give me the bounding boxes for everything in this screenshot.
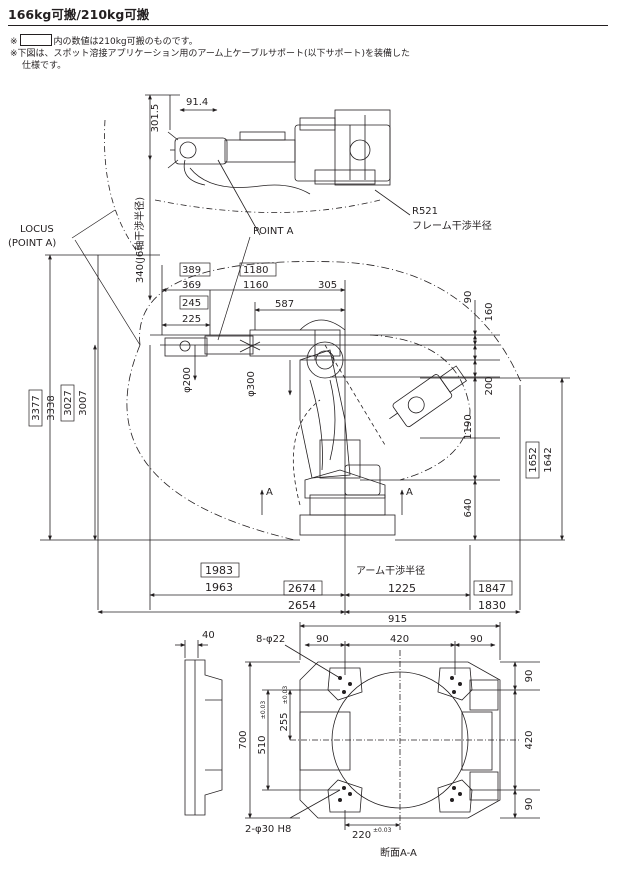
dim-305: 305 (318, 280, 337, 291)
dim-2674: 2674 (288, 582, 316, 595)
section-marker-a-left: A (266, 487, 273, 498)
box-389 (179, 262, 211, 277)
title-underline (8, 25, 608, 26)
box-1180 (239, 262, 277, 277)
box-2674 (283, 580, 323, 596)
dim-510: 510 (257, 735, 268, 754)
dim-225: 225 (182, 314, 201, 325)
note-mark: ※ (10, 37, 18, 47)
box-245 (179, 295, 209, 310)
rotated-wrist (389, 365, 468, 428)
dim-3007: 3007 (78, 390, 89, 415)
note-cable-support-cont: 仕様です。 (22, 61, 67, 71)
dim-90-right-top: 90 (524, 670, 535, 683)
dim-301-5: 301.5 (150, 104, 161, 133)
dim-1190: 1190 (463, 414, 474, 439)
dim-1963: 1963 (205, 581, 233, 594)
dim-640: 640 (463, 498, 474, 517)
side-view-robot (164, 319, 396, 536)
dim-255: 255 (279, 712, 290, 731)
dim-420-right: 420 (524, 730, 535, 749)
box-1983 (200, 562, 240, 578)
box-1847 (473, 580, 513, 596)
point-a-paren-label: (POINT A) (8, 238, 56, 249)
dim-389: 389 (182, 265, 201, 276)
dim-369: 369 (182, 280, 201, 291)
dim-1847: 1847 (478, 582, 506, 595)
note-cable-support: ※下図は、スポット溶接アプリケーション用のアーム上ケーブルサポート(以下サポート… (10, 49, 411, 59)
section-marker-a-right: A (406, 487, 413, 498)
holes-2-phi30-h8: 2-φ30 H8 (245, 824, 291, 835)
dim-1180: 1180 (243, 265, 268, 276)
tol-220: ±0.03 (373, 827, 392, 834)
box-3377 (28, 389, 43, 427)
dim-587: 587 (275, 299, 294, 310)
side-view (40, 254, 570, 615)
dim-90-top-right: 90 (470, 634, 483, 645)
box-1652 (525, 441, 540, 479)
dim-1225: 1225 (388, 582, 416, 595)
dim-200: 200 (484, 376, 495, 395)
dim-1160: 1160 (243, 280, 268, 291)
dim-160: 160 (484, 302, 495, 321)
dim-420-top: 420 (390, 634, 409, 645)
tol-510: ±0.03 (260, 701, 267, 720)
holes-8-phi22: 8-φ22 (256, 634, 285, 645)
section-a-a-caption: 断面A-A (380, 846, 417, 859)
dim-1652: 1652 (528, 447, 539, 472)
dim-3027: 3027 (63, 390, 74, 415)
base-side-profile (175, 640, 223, 816)
bolt-holes (338, 676, 462, 802)
base-plan-section (245, 622, 540, 830)
locus-label: LOCUS (20, 224, 54, 235)
dim-915: 915 (388, 614, 407, 625)
leader-lines (71, 209, 251, 346)
page-title: 166kg可搬/210kg可搬 (8, 7, 150, 22)
top-view (104, 94, 411, 301)
box-3027 (60, 384, 75, 422)
dim-phi-300: φ300 (246, 371, 257, 397)
dim-90-top-left: 90 (316, 634, 329, 645)
dim-91-4: 91.4 (186, 97, 208, 108)
dim-220: 220 (352, 830, 371, 841)
frame-interference-radius-label: フレーム干渉半径 (412, 219, 492, 232)
tol-255: ±0.03 (282, 686, 289, 705)
point-a-label: POINT A (253, 226, 294, 237)
dim-3338: 3338 (46, 395, 57, 420)
arm-interference-radius-label: アーム干渉半径 (356, 564, 425, 577)
dim-3377: 3377 (31, 395, 42, 420)
bracket-sample-box (19, 34, 52, 46)
dim-245: 245 (182, 298, 201, 309)
dim-2654: 2654 (288, 599, 316, 612)
dim-1642: 1642 (543, 447, 554, 472)
dim-1830: 1830 (478, 599, 506, 612)
dim-phi-200: φ200 (182, 367, 193, 393)
top-view-robot (167, 109, 391, 195)
dim-90-right-bottom: 90 (524, 798, 535, 811)
dim-340-j6-radius: 340(J6軸干渉半径) (133, 197, 146, 283)
note-bracket-explanation: ※ 内の数値は210kg可搬のものです。 (10, 34, 198, 48)
dim-700: 700 (238, 730, 249, 749)
dim-r521: R521 (412, 206, 438, 217)
dim-90-side: 90 (463, 291, 474, 304)
dim-40: 40 (202, 630, 215, 641)
dim-1983: 1983 (205, 564, 233, 577)
note1-text: 内の数値は210kg可搬のものです。 (53, 37, 198, 47)
